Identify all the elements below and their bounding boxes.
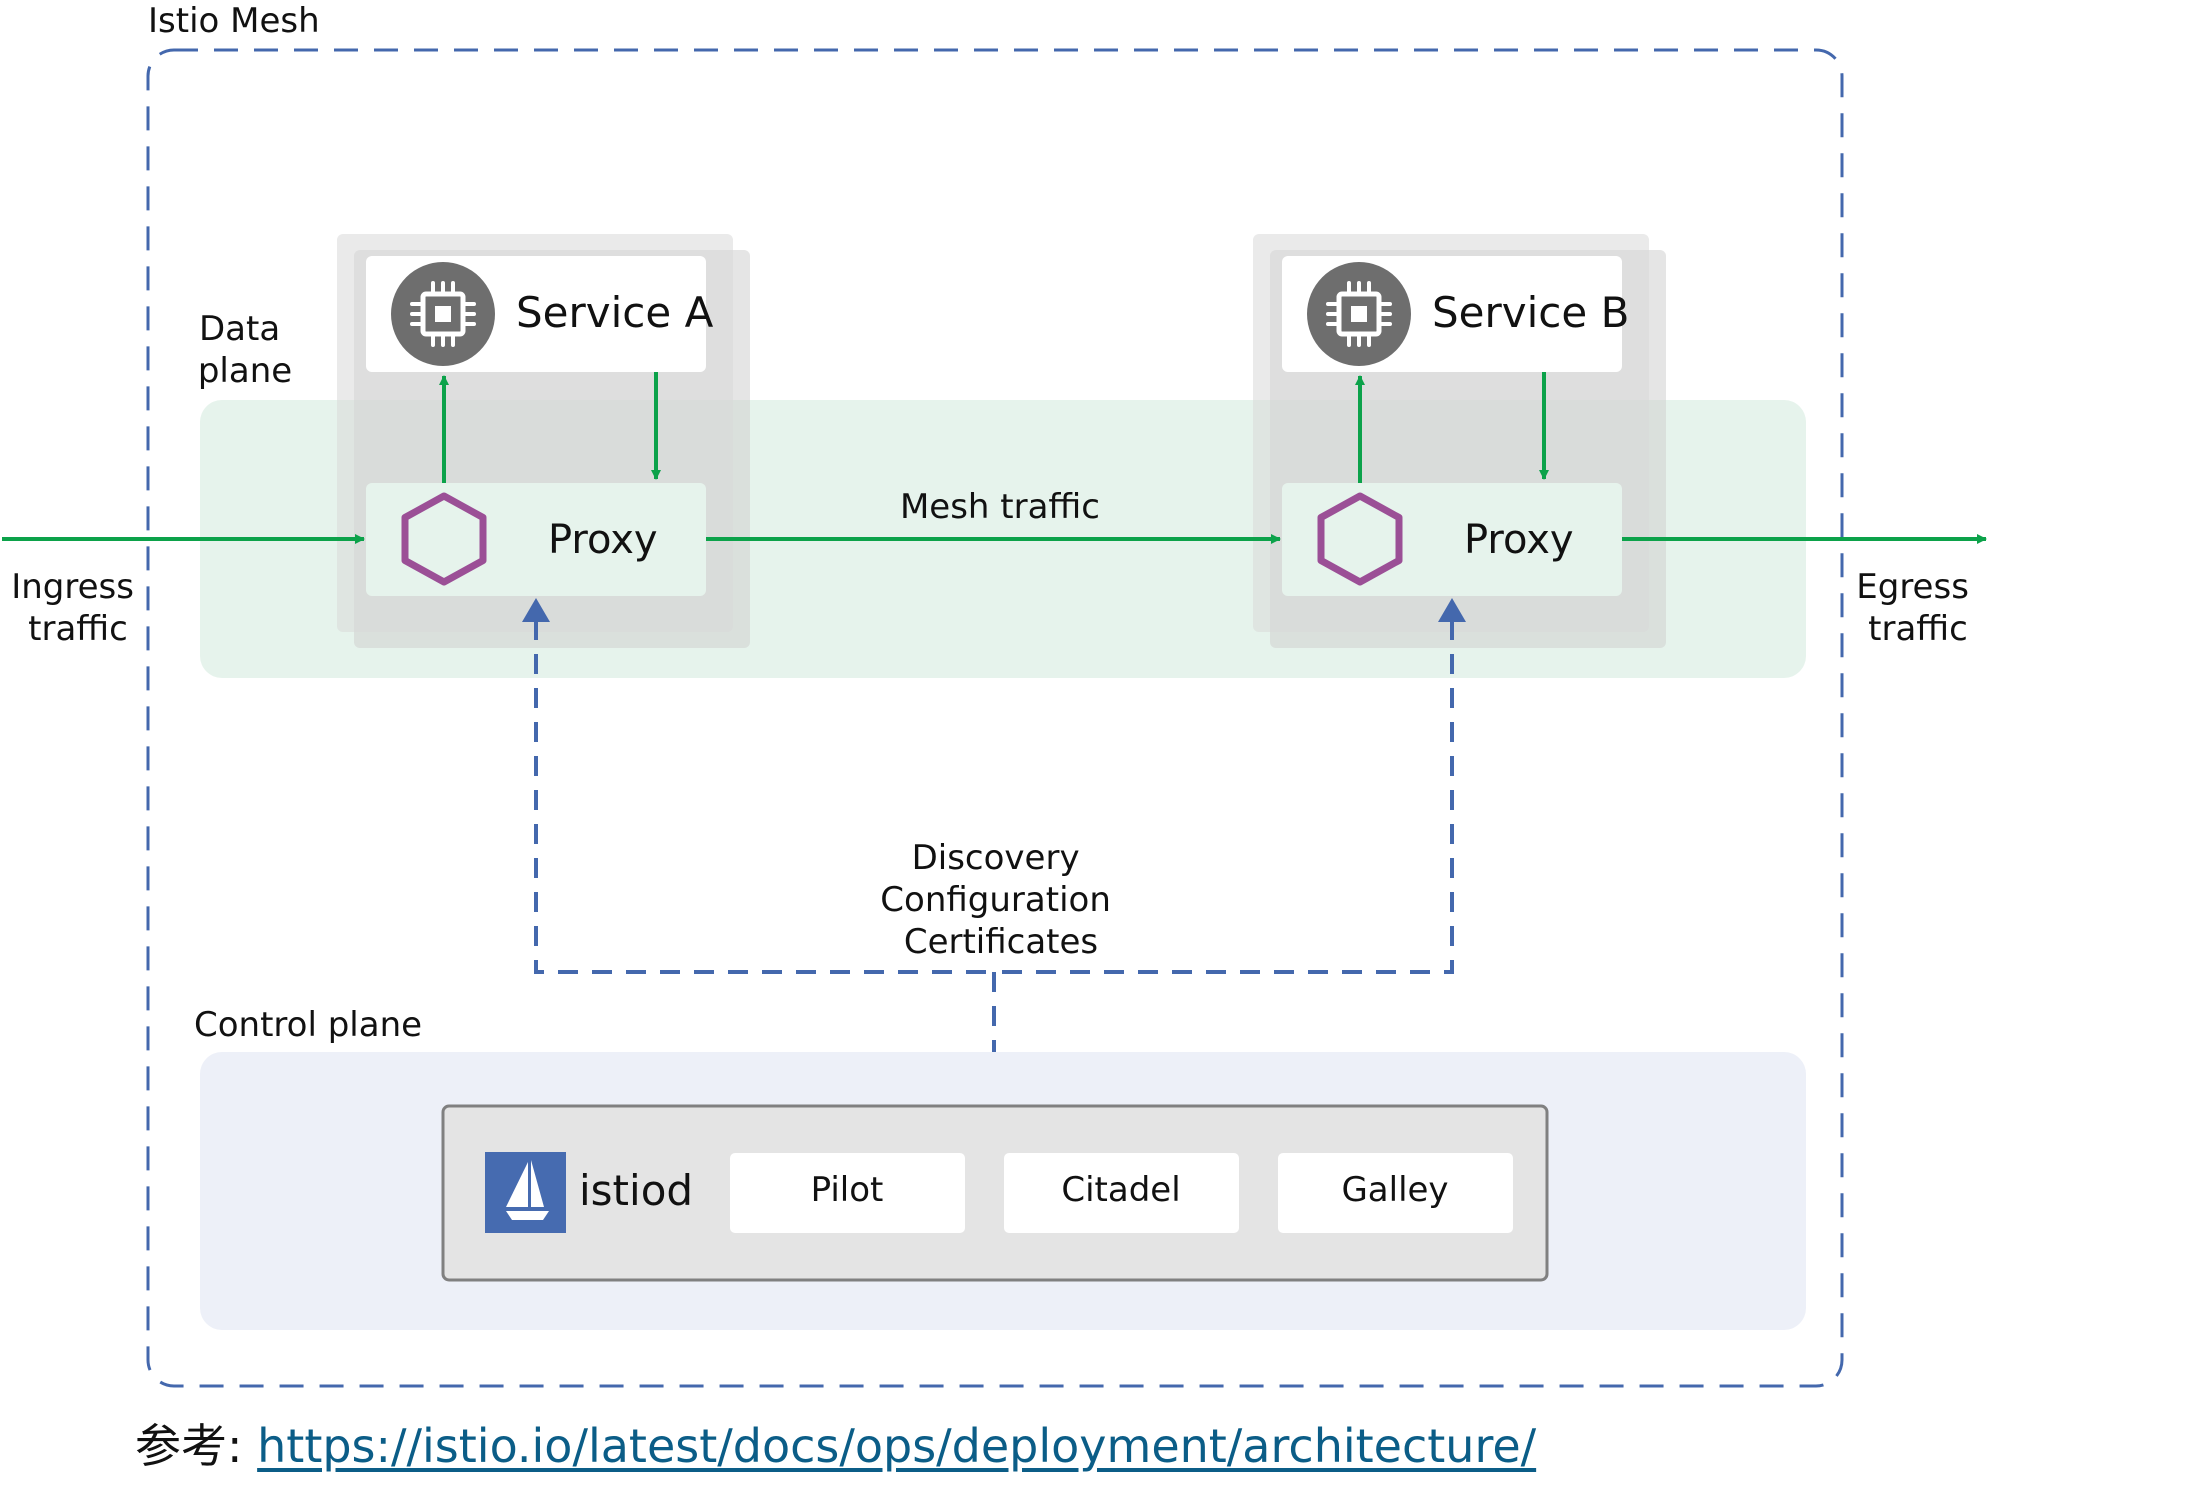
istiod-container[interactable]	[441, 1104, 1549, 1282]
service-b-name: Service B	[1432, 288, 1629, 337]
hexagon-icon	[401, 492, 487, 586]
service-b-pod: Service B Proxy	[1253, 234, 1666, 648]
service-a-name: Service A	[516, 288, 714, 337]
cpu-chip-icon	[1307, 262, 1411, 366]
hexagon-icon	[1317, 492, 1403, 586]
control-link-proxy-a	[534, 620, 994, 974]
proxy-b-card[interactable]	[1282, 483, 1622, 596]
istio-sail-logo	[485, 1152, 566, 1233]
cpu-chip-icon	[391, 262, 495, 366]
pilot-box[interactable]	[730, 1153, 965, 1233]
control-plane-label: Control plane	[194, 1005, 422, 1045]
citadel-box[interactable]	[1004, 1153, 1239, 1233]
control-arrowhead-a	[522, 598, 550, 622]
galley-label: Galley	[1341, 1170, 1448, 1210]
reference-line: 参考: https://istio.io/latest/docs/ops/dep…	[135, 1410, 1536, 1476]
pilot-label: Pilot	[811, 1170, 884, 1210]
control-arrowhead-b	[1438, 598, 1466, 622]
proxy-a-card[interactable]	[366, 483, 706, 596]
istiod-name: istiod	[579, 1166, 693, 1215]
proxy-b-label: Proxy	[1464, 517, 1574, 563]
reference-link[interactable]: https://istio.io/latest/docs/ops/deploym…	[257, 1419, 1537, 1473]
data-plane-label: Data plane	[198, 309, 292, 391]
istio-mesh-title: Istio Mesh	[148, 1, 320, 41]
mesh-traffic-label: Mesh traffic	[900, 487, 1100, 527]
reference-prefix: 参考:	[135, 1419, 258, 1473]
citadel-label: Citadel	[1061, 1170, 1180, 1210]
egress-traffic-label: Egress traffic	[1856, 567, 1979, 649]
galley-box[interactable]	[1278, 1153, 1513, 1233]
control-link-proxy-b	[994, 620, 1454, 974]
proxy-a-label: Proxy	[548, 517, 658, 563]
service-a-pod: Service A Proxy	[337, 234, 750, 648]
control-messages-label: Discovery Configuration Certificates	[880, 838, 1121, 962]
ingress-traffic-label: Ingress traffic	[11, 567, 145, 649]
istio-mesh-boundary	[146, 48, 1844, 1388]
